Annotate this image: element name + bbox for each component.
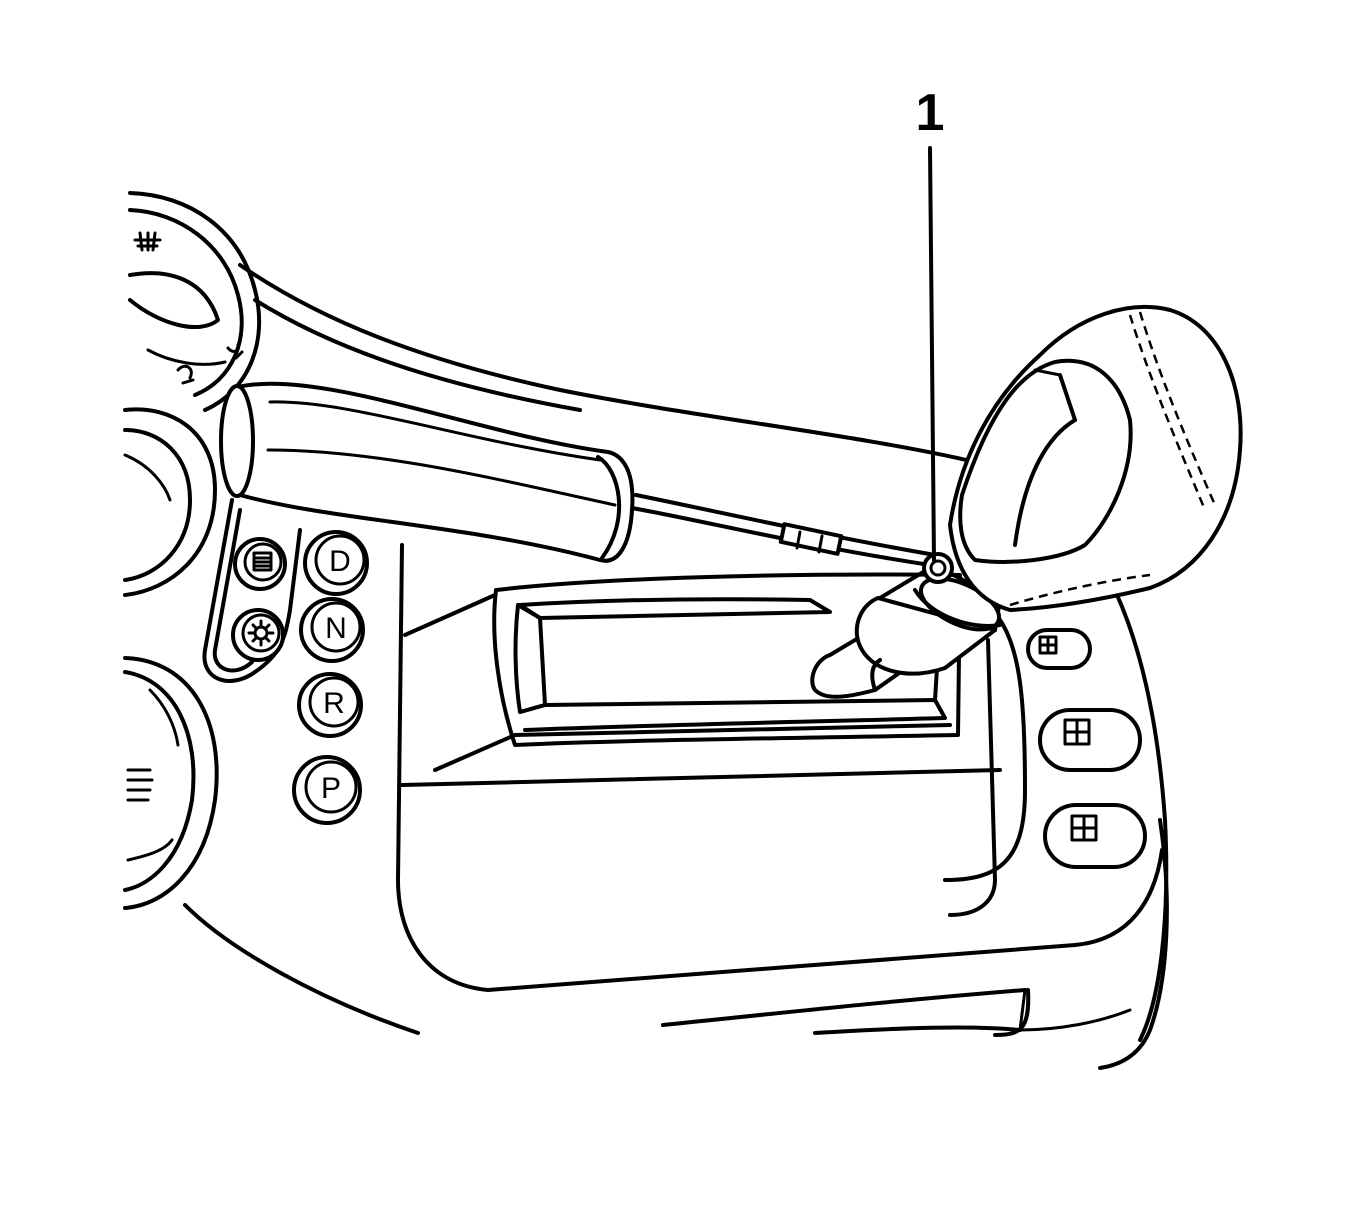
gear-label-n: N	[325, 612, 347, 645]
gear-indicator-buttons: D N R P	[292, 530, 369, 825]
gear-label-p: P	[321, 772, 341, 805]
window-switch-middle[interactable]	[1038, 708, 1142, 772]
gear-label-r: R	[323, 687, 345, 720]
lower-left-vent	[123, 656, 219, 910]
hazard-button[interactable]	[231, 608, 285, 662]
callout-number: 1	[916, 84, 945, 142]
screwdriver	[219, 381, 937, 567]
defrost-icon	[133, 231, 162, 252]
hvac-dial-panel	[123, 191, 262, 597]
window-switch-lower[interactable]	[1043, 803, 1147, 869]
gear-button-r[interactable]: R	[297, 672, 363, 738]
shift-knob	[948, 305, 1243, 612]
gear-label-d: D	[329, 545, 351, 578]
hvac-mode-icon	[176, 343, 244, 385]
shift-lever-stem	[810, 563, 1002, 699]
left-button-strip	[202, 498, 302, 683]
callout-1: 1	[916, 84, 945, 562]
callout-leader-line	[928, 146, 936, 562]
window-switch-small[interactable]	[1026, 628, 1092, 670]
rear-defog-button[interactable]	[233, 537, 287, 591]
right-switch-panel	[1026, 628, 1147, 869]
gear-button-p[interactable]: P	[292, 755, 362, 825]
center-console	[183, 263, 1169, 1070]
hazard-icon	[247, 619, 275, 647]
rear-defog-icon	[252, 551, 273, 572]
gear-button-d[interactable]: D	[303, 530, 369, 596]
shift-knob-retaining-screw	[922, 552, 954, 584]
gear-button-n[interactable]: N	[299, 597, 365, 663]
